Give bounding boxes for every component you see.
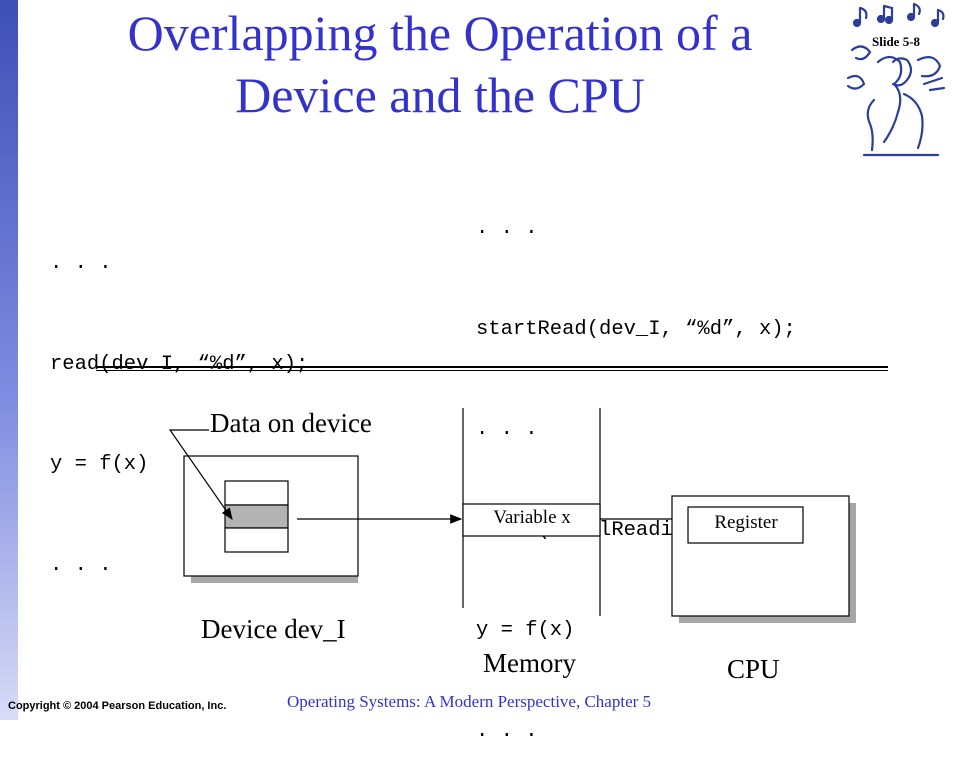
slide-title: Overlapping the Operation of a Device an… (40, 2, 840, 126)
title-line-2: Device and the CPU (235, 67, 645, 123)
music-logo-icon (846, 2, 946, 157)
title-line-1: Overlapping the Operation of a (127, 5, 753, 61)
code-line: . . . (50, 252, 112, 275)
device-label: Device dev_I (201, 614, 346, 644)
code-line: read(dev_I, “%d”, x); (50, 352, 309, 376)
left-accent-bar (0, 0, 18, 720)
code-line: . . . (476, 418, 538, 441)
cpu-label: CPU (727, 654, 780, 684)
code-line: . . . (476, 217, 538, 240)
data-on-device-label: Data on device (210, 408, 372, 438)
register-box (687, 506, 804, 544)
variable-cell (462, 503, 601, 537)
storage-block (224, 527, 289, 553)
register-label: Register (714, 512, 778, 533)
device-memory-cpu-diagram (168, 408, 856, 623)
section-divider (96, 366, 888, 371)
code-line: startRead(dev_I, “%d”, x); (476, 317, 796, 341)
storage-block (224, 480, 289, 506)
data-block (224, 504, 289, 529)
variable-x-label: Variable x (493, 507, 571, 528)
data-callout-line (168, 429, 233, 520)
copyright-footer: Copyright © 2004 Pearson Education, Inc. (8, 700, 227, 712)
code-line: . . . (50, 553, 112, 577)
code-line: y = f(x) (50, 453, 149, 476)
book-footer: Operating Systems: A Modern Perspective,… (287, 692, 652, 711)
slide-number: Slide 5-8 (872, 34, 921, 49)
memory-label: Memory (483, 648, 576, 678)
code-block-blocking: . . . read(dev_I, “%d”, x); y = f(x) . .… (50, 180, 308, 616)
code-line: y = f(x) (476, 619, 575, 642)
